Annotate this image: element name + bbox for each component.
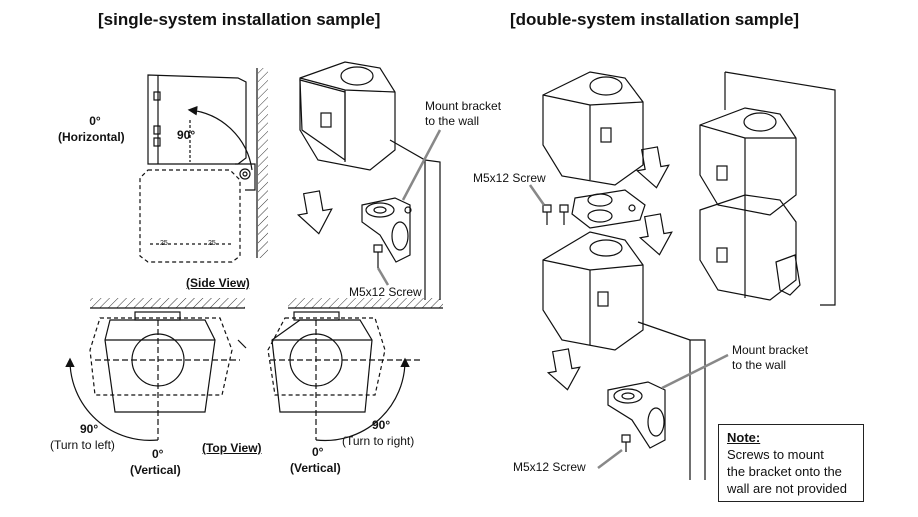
side-view-tick-b: 25 [208,240,216,247]
double-top-screw-label: M5x12 Screw [473,171,546,185]
right-vertical-0-label: 0° [312,445,324,459]
left-turn-label: (Turn to left) [50,438,115,452]
top-view-right-drawing [267,298,443,442]
side-view-tick-a: 25 [160,240,168,247]
double-system-drawing [528,71,836,480]
side-screw-label: M5x12 Screw [349,285,422,299]
side-view-drawing [139,68,333,263]
mount-bracket-label-line1: Mount bracket [425,99,502,113]
horizontal-angle-label: 0° [89,114,101,128]
note-heading: Note: [727,430,761,445]
double-mount-bracket-line2: to the wall [732,358,787,372]
top-view-caption: (Top View) [202,441,262,455]
right-turn-label: (Turn to right) [342,434,415,448]
left-vertical-0-label: 0° [152,447,164,461]
double-mount-bracket-line1: Mount bracket [732,343,809,357]
left-turn-90-label: 90° [80,422,99,436]
rotation-90-label: 90° [177,128,196,142]
single-system-title: [single-system installation sample] [98,10,381,29]
mount-bracket-label-line2: to the wall [425,114,480,128]
top-view-left-drawing [65,298,247,441]
side-view-caption: (Side View) [186,276,250,290]
double-system-title: [double-system installation sample] [510,10,800,29]
single-speaker-perspective [299,61,442,300]
left-vertical-label: (Vertical) [130,463,181,477]
note-line-3: wall are not provided [727,481,847,496]
right-vertical-label: (Vertical) [290,461,341,475]
note-box: Note: Screws to mount the bracket onto t… [718,424,864,502]
double-bottom-screw-label: M5x12 Screw [513,460,586,474]
note-line-1: Screws to mount [727,447,824,462]
note-line-2: the bracket onto the [727,464,842,479]
right-turn-90-label: 90° [372,418,391,432]
horizontal-label: (Horizontal) [58,130,125,144]
